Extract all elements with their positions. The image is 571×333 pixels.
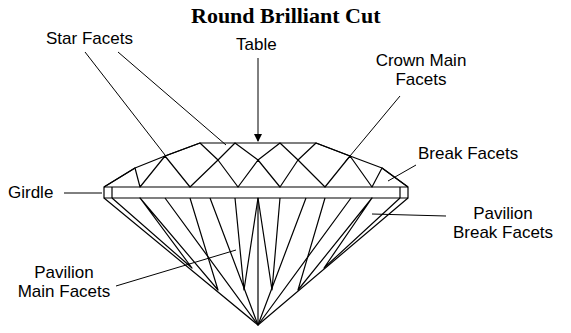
- leader-line: [85, 52, 165, 155]
- pavilion-outline: [104, 198, 408, 325]
- part-label: Crown Main Facets: [372, 52, 470, 89]
- part-label: Break Facets: [418, 145, 518, 164]
- crown-facet-lines: [104, 156, 408, 187]
- part-label: Star Facets: [46, 30, 133, 49]
- part-label: Girdle: [8, 184, 53, 203]
- girdle-line: [399, 187, 400, 198]
- pavilion-main-lines: [165, 198, 351, 325]
- pavilion-break-lines: [298, 198, 400, 290]
- part-label: Pavilion Break Facets: [450, 205, 556, 242]
- part-label: Pavilion Main Facets: [14, 264, 114, 301]
- pavilion-break-lines: [112, 198, 218, 290]
- leader-line: [116, 250, 236, 286]
- leader-line: [118, 52, 226, 145]
- girdle-line: [111, 187, 112, 198]
- leader-line: [388, 165, 416, 181]
- pavilion-break-lines: [235, 198, 280, 290]
- diagram-title: Round Brilliant Cut: [191, 4, 381, 28]
- leader-line: [64, 193, 102, 194]
- pavilion-main-lines: [257, 198, 258, 325]
- pavilion-main-lines: [210, 198, 306, 325]
- leader-line: [345, 96, 400, 162]
- crown-outline: [104, 143, 408, 187]
- part-label: Table: [236, 36, 277, 55]
- leader-arrow: [258, 58, 259, 141]
- leader-line: [372, 214, 446, 216]
- girdle-band: [104, 187, 408, 198]
- star-facets-lines: [165, 143, 350, 160]
